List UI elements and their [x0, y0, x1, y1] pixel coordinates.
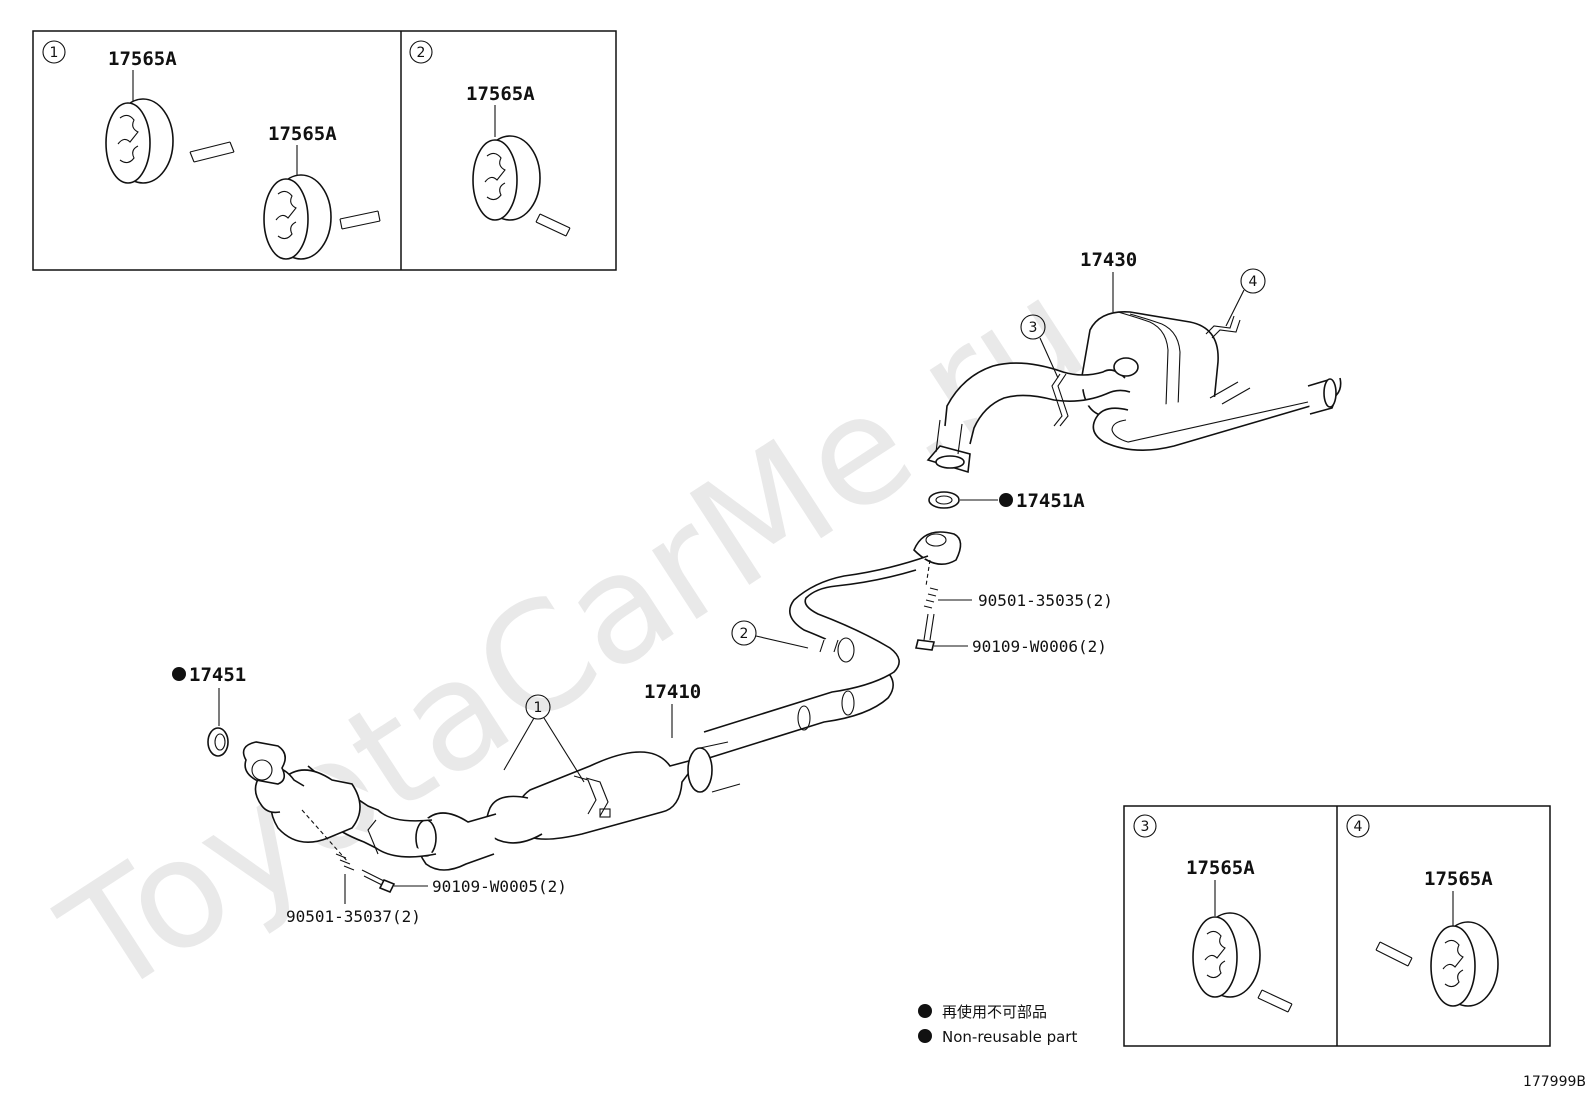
- center-pipe-label: 17410: [644, 681, 701, 703]
- inset-bottom: 3 17565A 4 17565A: [1123, 805, 1551, 1047]
- svg-text:1: 1: [534, 700, 543, 716]
- rear-gasket-label: 17451A: [1016, 490, 1085, 512]
- non-reusable-dot-icon: [172, 667, 186, 681]
- front-bolt-label: 90109-W0005(2): [432, 877, 567, 896]
- rear-bolt-label: 90109-W0006(2): [972, 637, 1107, 656]
- inset-1-label-a: 17565A: [108, 48, 177, 70]
- rear-spring-label: 90501-35035(2): [978, 591, 1113, 610]
- inset-3-number: 3: [1141, 819, 1150, 835]
- callout-3: 3: [1020, 314, 1059, 379]
- center-pipe-assembly: 17410: [242, 531, 962, 871]
- legend: 再使用不可部品 Non-reusable part: [918, 1003, 1077, 1046]
- non-reusable-dot-icon: [918, 1004, 932, 1018]
- callout-2: 2: [731, 620, 809, 649]
- tail-pipe-assembly: 17430: [926, 249, 1342, 474]
- front-fasteners: 90501-35037(2) 90109-W0005(2): [286, 809, 567, 926]
- rubber-hanger-icon: [1430, 921, 1499, 1007]
- inset-1-label-b: 17565A: [268, 123, 337, 145]
- front-gasket-label: 17451: [189, 664, 246, 686]
- svg-text:2: 2: [740, 626, 749, 642]
- inset-2-number: 2: [417, 45, 426, 61]
- legend-japanese: 再使用不可部品: [942, 1003, 1047, 1021]
- figure-id: 177999B: [1523, 1074, 1586, 1090]
- front-gasket: 17451: [172, 664, 246, 757]
- tail-pipe-label: 17430: [1080, 249, 1137, 271]
- front-spring-label: 90501-35037(2): [286, 907, 421, 926]
- inset-top: 1 17565A 17565A 2 17565: [32, 30, 617, 271]
- rubber-hanger-icon: [105, 98, 174, 184]
- non-reusable-dot-icon: [918, 1029, 932, 1043]
- callout-1: 1: [503, 694, 585, 783]
- inset-3: 3 17565A: [1133, 814, 1293, 1013]
- inset-4-label: 17565A: [1424, 868, 1493, 890]
- rear-fasteners: 90501-35035(2) 90109-W0006(2): [915, 559, 1113, 656]
- inset-4-number: 4: [1354, 819, 1363, 835]
- inset-2: 2 17565A: [409, 40, 571, 237]
- inset-2-label: 17565A: [466, 83, 535, 105]
- rubber-hanger-icon: [263, 174, 332, 260]
- inset-1-number: 1: [50, 45, 59, 61]
- inset-1: 1 17565A 17565A: [42, 40, 381, 260]
- rear-gasket: 17451A: [928, 490, 1085, 512]
- inset-4: 4 17565A: [1346, 814, 1499, 1007]
- rubber-hanger-icon: [472, 135, 541, 221]
- inset-3-label: 17565A: [1186, 857, 1255, 879]
- non-reusable-dot-icon: [999, 493, 1013, 507]
- svg-text:3: 3: [1029, 320, 1038, 336]
- watermark: ToyotaCarMe.ru: [34, 245, 1114, 1031]
- legend-english: Non-reusable part: [942, 1028, 1077, 1046]
- callout-4: 4: [1225, 268, 1266, 327]
- svg-text:4: 4: [1249, 274, 1258, 290]
- front-flange: [242, 741, 286, 785]
- rubber-hanger-icon: [1192, 912, 1261, 998]
